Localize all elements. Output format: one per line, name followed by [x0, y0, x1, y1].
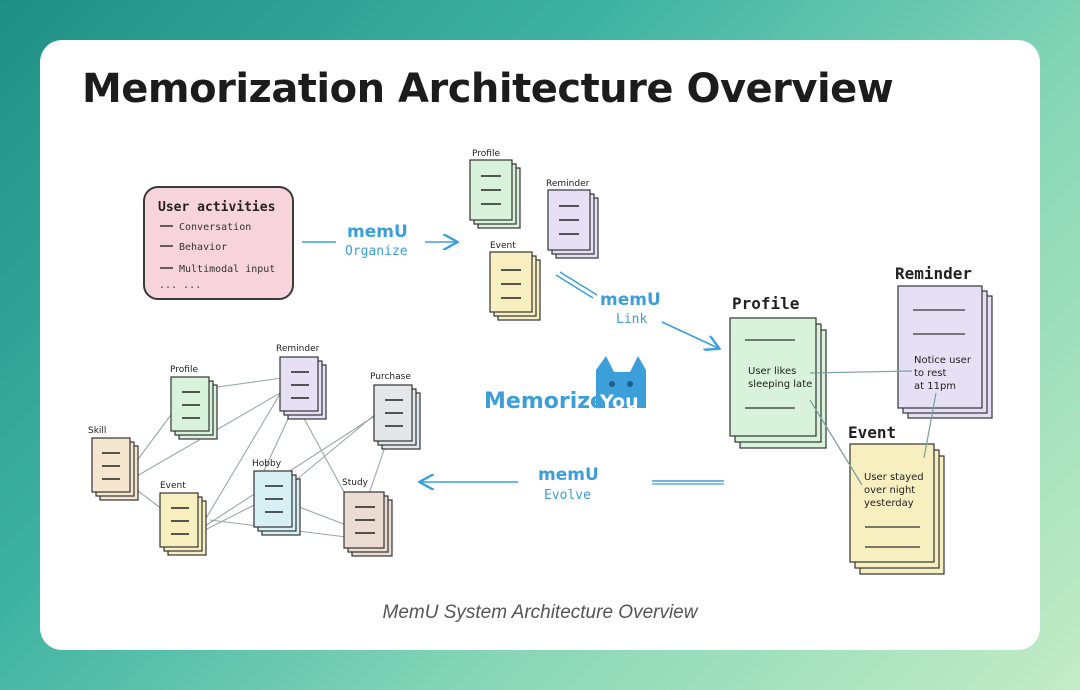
logo-word-memorize: Memorize [484, 389, 605, 414]
svg-text:Purchase: Purchase [370, 372, 411, 382]
evolve-label: Evolve [544, 488, 591, 503]
svg-text:yesterday: yesterday [864, 498, 914, 509]
svg-text:Profile: Profile [732, 294, 799, 313]
memu-logo: memU [538, 465, 599, 485]
user-activities-box: User activities Conversation Behavior Mu… [143, 186, 294, 300]
linked-reminder-doc: Reminder Notice user to rest at 11pm [895, 264, 993, 419]
svg-text:Profile: Profile [472, 149, 500, 159]
memu-logo: memU [347, 222, 408, 242]
svg-text:Reminder: Reminder [546, 179, 590, 189]
svg-text:Reminder: Reminder [895, 264, 972, 283]
svg-text:over night: over night [864, 485, 915, 496]
svg-text:at 11pm: at 11pm [914, 381, 956, 392]
svg-text:to rest: to rest [914, 368, 946, 379]
svg-text:User stayed: User stayed [864, 472, 924, 483]
organized-reminder-doc: Reminder [546, 179, 599, 259]
svg-text:Reminder: Reminder [276, 344, 320, 354]
svg-text:Event: Event [160, 481, 186, 491]
evolved-reminder-doc: Reminder [276, 344, 327, 420]
link-label: Link [616, 312, 647, 327]
memorize-you-logo: Memorize You [484, 356, 646, 414]
architecture-diagram: User activities Conversation Behavior Mu… [88, 149, 993, 575]
logo-word-you: You [599, 391, 639, 413]
organized-event-doc: Event [489, 241, 541, 321]
organize-label: Organize [345, 244, 408, 259]
svg-text:Hobby: Hobby [252, 459, 282, 469]
svg-text:Notice user: Notice user [914, 355, 972, 366]
svg-text:Skill: Skill [88, 426, 106, 436]
organize-step: memU Organize [302, 222, 456, 259]
svg-text:User likes: User likes [748, 366, 796, 377]
activities-heading: User activities [158, 200, 275, 215]
svg-text:Study: Study [342, 478, 369, 488]
evolved-skill-doc: Skill [88, 426, 139, 501]
activity-item: Multimodal input [179, 264, 275, 275]
page-title: Memorization Architecture Overview [82, 66, 894, 112]
evolved-profile-doc: Profile [170, 365, 218, 440]
svg-text:Profile: Profile [170, 365, 198, 375]
activities-more: ... ... [159, 280, 201, 291]
svg-text:Event: Event [848, 423, 896, 442]
figure-caption: MemU System Architecture Overview [382, 602, 698, 623]
svg-text:sleeping late: sleeping late [748, 379, 812, 390]
memu-logo: memU [600, 290, 661, 310]
activity-item: Behavior [179, 242, 227, 253]
evolve-step: memU Evolve [421, 465, 724, 503]
linked-profile-doc: Profile User likes sleeping late [729, 294, 827, 449]
evolved-event-doc: Event [159, 481, 207, 556]
activity-item: Conversation [179, 222, 251, 233]
cat-icon [596, 356, 646, 408]
content-card: Memorization Architecture Overview User … [40, 40, 1040, 650]
link-step: memU Link [555, 271, 718, 348]
evolved-hobby-doc: Hobby [252, 459, 301, 536]
linked-connections [809, 370, 937, 486]
evolved-purchase-doc: Purchase [370, 372, 421, 450]
organized-profile-doc: Profile [469, 149, 521, 229]
svg-text:Event: Event [490, 241, 516, 251]
evolved-study-doc: Study [342, 478, 393, 557]
linked-event-doc: Event User stayed over night yesterday [848, 423, 945, 575]
